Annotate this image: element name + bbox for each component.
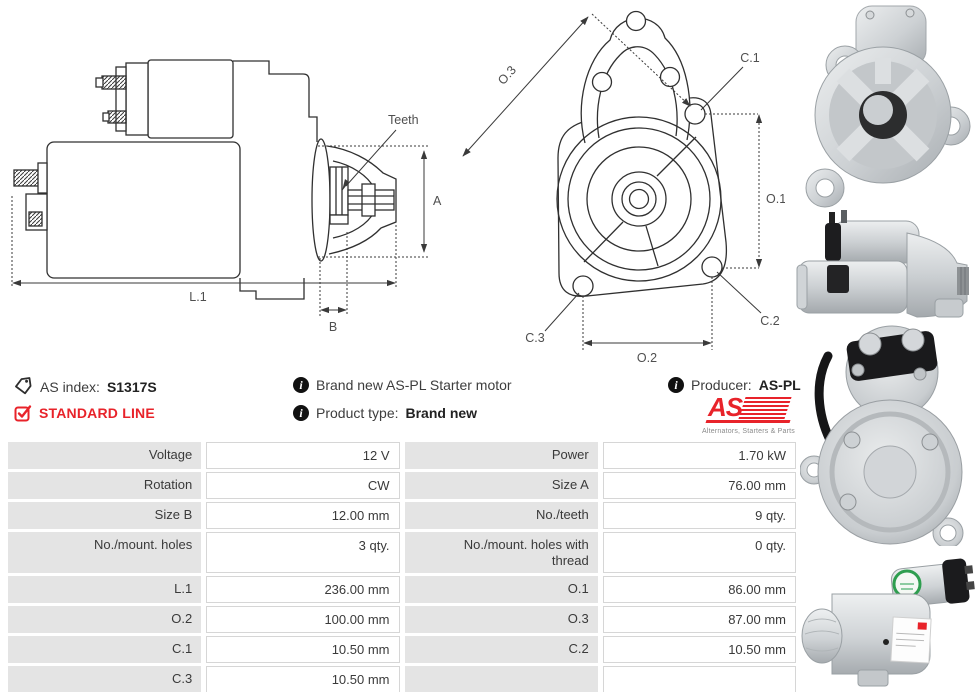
- label-dim-l1: L.1: [189, 290, 206, 304]
- spec-label-r6: O.2: [8, 606, 202, 633]
- spec-value-r2: CW: [206, 472, 400, 499]
- producer-label: Producer:: [691, 377, 752, 393]
- spec-label-r1: Power: [404, 442, 598, 469]
- side-view-drawing: Teeth A L.1 B: [11, 59, 442, 334]
- spec-value-r2: 76.00 mm: [602, 472, 796, 499]
- spec-label-r4: No./mount. holes: [8, 532, 202, 573]
- product-type: i Product type: Brand new: [293, 405, 477, 421]
- brand-new-text: Brand new AS-PL Starter motor: [316, 377, 512, 393]
- spec-value-r8: 10.50 mm: [206, 666, 400, 692]
- spec-label-r2: Size A: [404, 472, 598, 499]
- as-index: AS index: S1317S: [14, 377, 157, 396]
- label-dim-c3: C.3: [525, 331, 545, 345]
- spec-value-r5: 86.00 mm: [602, 576, 796, 603]
- label-dim-b: B: [329, 320, 337, 334]
- tag-icon: [15, 377, 32, 395]
- photo-rear-view[interactable]: [800, 320, 976, 546]
- as-index-label: AS index:: [40, 378, 100, 395]
- label-teeth: Teeth: [388, 113, 419, 127]
- producer: i Producer: AS-PL: [668, 377, 801, 393]
- info-icon: i: [293, 405, 309, 421]
- spec-label-r5: O.1: [404, 576, 598, 603]
- spec-value-r3: 12.00 mm: [206, 502, 400, 529]
- photo-side-view[interactable]: [795, 205, 976, 319]
- label-dim-a: A: [433, 194, 442, 208]
- spec-value-r1: 1.70 kW: [602, 442, 796, 469]
- spec-label-r7: C.2: [404, 636, 598, 663]
- producer-value: AS-PL: [758, 377, 801, 393]
- brand-new-note: i Brand new AS-PL Starter motor: [293, 377, 512, 393]
- label-dim-c1: C.1: [740, 51, 760, 65]
- info-icon: i: [293, 377, 309, 393]
- spec-label-r3: Size B: [8, 502, 202, 529]
- standard-line-label: STANDARD LINE: [39, 405, 155, 421]
- info-icon: i: [668, 377, 684, 393]
- spec-label-r8: C.3: [8, 666, 202, 692]
- spec-label-r6: O.3: [404, 606, 598, 633]
- spec-label-r8: [404, 666, 598, 692]
- spec-value-r7: 10.50 mm: [206, 636, 400, 663]
- as-pl-logo: AS Alternators, Starters & Parts: [702, 392, 795, 435]
- checkbox-checked-icon: [14, 405, 32, 422]
- front-view-drawing: O.3 C.1 O.1 C.2 C.3 O.2: [462, 10, 785, 365]
- as-index-value: S1317S: [106, 378, 157, 395]
- spec-value-r1: 12 V: [206, 442, 400, 469]
- photo-angled-view[interactable]: [800, 556, 976, 692]
- spec-label-r2: Rotation: [8, 472, 202, 499]
- spec-value-r8: [602, 666, 796, 692]
- spec-label-r5: L.1: [8, 576, 202, 603]
- spec-value-r4: 0 qty.: [602, 532, 796, 573]
- product-type-value: Brand new: [405, 405, 478, 421]
- spec-value-r4: 3 qty.: [206, 532, 400, 573]
- standard-line-badge: STANDARD LINE: [14, 404, 155, 422]
- photo-front-flange[interactable]: [798, 2, 976, 208]
- as-logo-stripes: [738, 397, 792, 419]
- spec-label-r7: C.1: [8, 636, 202, 663]
- label-dim-o1: O.1: [766, 192, 785, 206]
- label-dim-o3: O.3: [495, 63, 519, 87]
- spec-value-r7: 10.50 mm: [602, 636, 796, 663]
- spec-label-r3: No./teeth: [404, 502, 598, 529]
- label-dim-o2: O.2: [637, 351, 657, 365]
- spec-value-r5: 236.00 mm: [206, 576, 400, 603]
- as-logo-tagline: Alternators, Starters & Parts: [702, 428, 795, 435]
- spec-label-r4: No./mount. holes with thread: [404, 532, 598, 573]
- teeth-arrowhead: [342, 179, 349, 191]
- product-type-label: Product type:: [316, 405, 399, 421]
- label-dim-c2: C.2: [760, 314, 780, 328]
- as-logo-text: AS: [708, 392, 743, 422]
- spec-value-r3: 9 qty.: [602, 502, 796, 529]
- spec-value-r6: 87.00 mm: [602, 606, 796, 633]
- spec-value-r6: 100.00 mm: [206, 606, 400, 633]
- spec-label-r1: Voltage: [8, 442, 202, 469]
